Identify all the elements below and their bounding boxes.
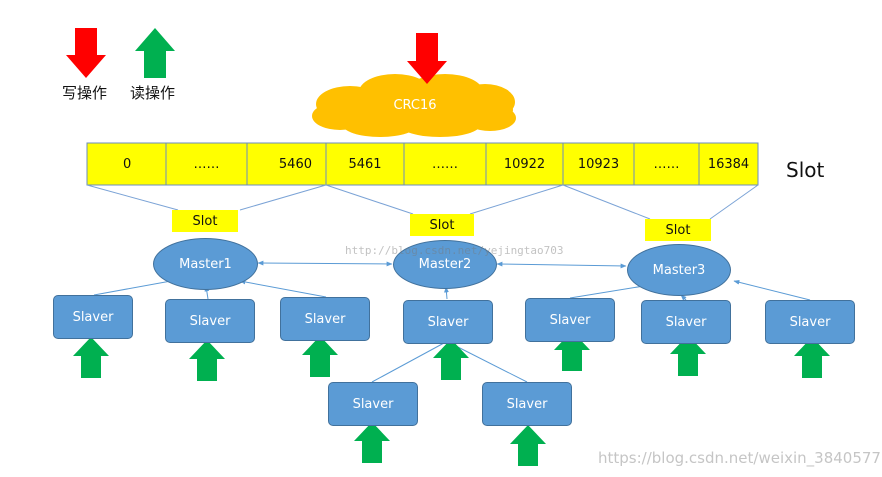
write-arrow-icon xyxy=(407,33,447,84)
write-operation-label: 写操作 xyxy=(62,84,108,102)
master-node: Master2 xyxy=(393,240,497,289)
read-arrow-icon xyxy=(73,337,109,378)
slot-cell: 10922 xyxy=(503,156,546,172)
read-arrow-icon xyxy=(135,28,175,78)
crc16-cloud xyxy=(312,74,516,137)
slot-cell: …… xyxy=(193,156,220,172)
watermark-text: http://blog.csdn.net/yejingtao703 xyxy=(345,244,564,257)
master-links xyxy=(257,260,627,269)
slaver-node: Slaver xyxy=(765,300,855,344)
read-operation-label: 读操作 xyxy=(130,84,176,102)
slaver-node: Slaver xyxy=(328,382,418,426)
slot-cell: 0 xyxy=(123,156,132,172)
read-arrow-icon xyxy=(433,339,469,380)
slaver-node: Slaver xyxy=(280,297,370,341)
slot-tag: Slot xyxy=(172,210,238,232)
slot-cell: 16384 xyxy=(707,156,750,172)
slaver-node: Slaver xyxy=(525,298,615,342)
master-node: Master3 xyxy=(627,244,731,296)
footer-watermark: https://blog.csdn.net/weixin_38405770 xyxy=(598,449,882,467)
read-arrow-icon xyxy=(794,337,830,378)
slaver-node: Slaver xyxy=(641,300,731,344)
slot-tag: Slot xyxy=(645,219,711,241)
replication-lines xyxy=(93,277,811,383)
read-arrows xyxy=(73,331,830,466)
write-arrow-icon xyxy=(66,28,106,78)
slaver-node: Slaver xyxy=(165,299,255,343)
read-arrow-icon xyxy=(189,340,225,381)
slot-cell: 5461 xyxy=(348,156,382,172)
slot-bar xyxy=(86,142,759,186)
slot-title: Slot xyxy=(786,158,825,182)
slot-cell: 10923 xyxy=(577,156,620,172)
slot-bar-dividers xyxy=(165,143,700,185)
master-node: Master1 xyxy=(153,238,258,290)
crc16-label: CRC16 xyxy=(393,98,437,113)
slot-cell: 5460 xyxy=(278,156,312,172)
read-arrow-icon xyxy=(354,422,390,463)
slaver-node: Slaver xyxy=(53,295,133,339)
slot-cell: …… xyxy=(653,156,680,172)
read-arrow-icon xyxy=(670,335,706,376)
slaver-node: Slaver xyxy=(403,300,493,344)
read-arrow-icon xyxy=(510,425,546,466)
slot-tag: Slot xyxy=(410,214,474,236)
slaver-node: Slaver xyxy=(482,382,572,426)
slot-cell: …… xyxy=(432,156,458,172)
read-arrow-icon xyxy=(302,336,338,377)
slot-range-connectors xyxy=(86,184,759,220)
